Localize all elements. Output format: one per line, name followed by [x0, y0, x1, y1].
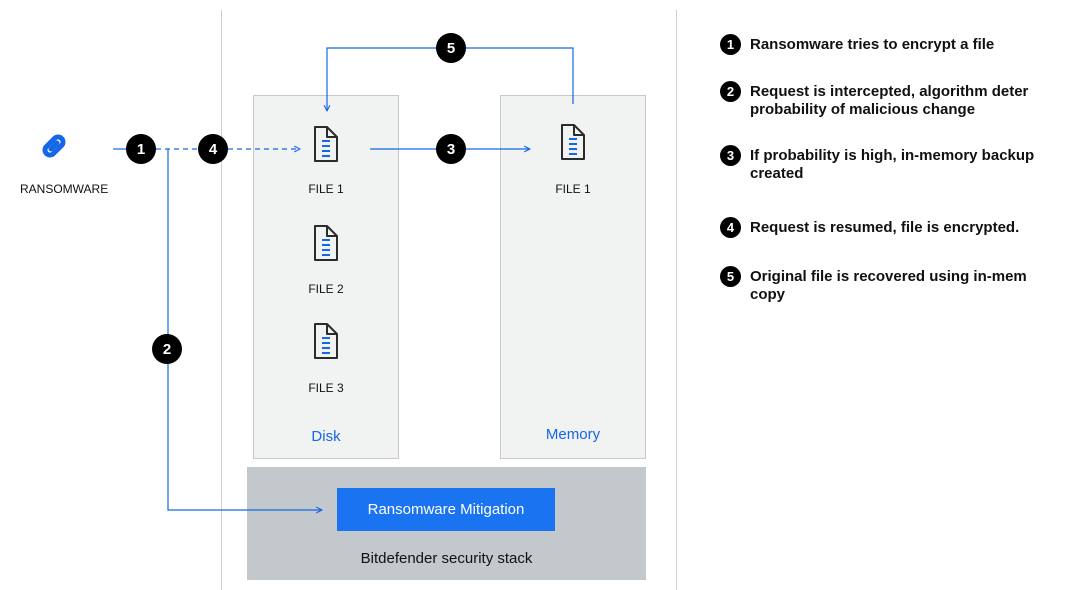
legend-badge: 5	[720, 266, 741, 287]
security-stack-label: Bitdefender security stack	[360, 550, 533, 567]
link-to-mitigation	[167, 149, 322, 510]
legend-text: copy	[750, 286, 786, 303]
memory-label: Memory	[545, 426, 601, 443]
document-icon	[561, 124, 585, 160]
legend-item-2: 2 Request is intercepted, algorithm dete…	[720, 81, 1083, 119]
right-divider	[676, 10, 677, 590]
flow-badge-3: 3	[436, 134, 466, 164]
left-divider	[221, 10, 222, 590]
legend-text: Ransomware tries to encrypt a file	[750, 36, 995, 53]
legend-item-3: 3 If probability is high, in-memory back…	[720, 145, 1083, 183]
legend-badge: 2	[720, 81, 741, 102]
legend-text: Request is intercepted, algorithm deter	[750, 83, 1029, 100]
legend-item-5: 5 Original file is recovered using in-me…	[720, 266, 1083, 304]
legend-badge: 4	[720, 217, 741, 238]
disk-file1-label: FILE 1	[308, 182, 344, 196]
legend-text: If probability is high, in-memory backup	[750, 147, 1035, 164]
memory-file1-label: FILE 1	[555, 182, 591, 196]
document-icon	[314, 225, 338, 261]
document-icon	[314, 323, 338, 359]
chain-link-icon	[42, 134, 66, 158]
memory-panel	[500, 95, 646, 459]
flow-badge-1: 1	[126, 134, 156, 164]
flow-badge-4: 4	[198, 134, 228, 164]
legend-text: Original file is recovered using in-mem	[750, 268, 1027, 285]
legend-text: probability of malicious change	[750, 101, 976, 118]
legend-text: created	[750, 165, 804, 182]
ransomware-label: RANSOMWARE	[20, 182, 109, 196]
document-icon	[314, 126, 338, 162]
legend-badge: 1	[720, 34, 741, 55]
disk-file3-label: FILE 3	[308, 381, 344, 395]
flow-badge-5: 5	[436, 33, 466, 63]
legend-badge: 3	[720, 145, 741, 166]
legend-text: Request is resumed, file is encrypted.	[750, 219, 1020, 236]
ransomware-mitigation-box: Ransomware Mitigation	[337, 488, 555, 531]
flow-badge-2: 2	[152, 334, 182, 364]
legend-item-4: 4 Request is resumed, file is encrypted.	[720, 217, 1083, 238]
disk-label: Disk	[311, 428, 341, 445]
disk-file2-label: FILE 2	[308, 282, 344, 296]
legend-item-1: 1 Ransomware tries to encrypt a file	[720, 34, 1083, 55]
